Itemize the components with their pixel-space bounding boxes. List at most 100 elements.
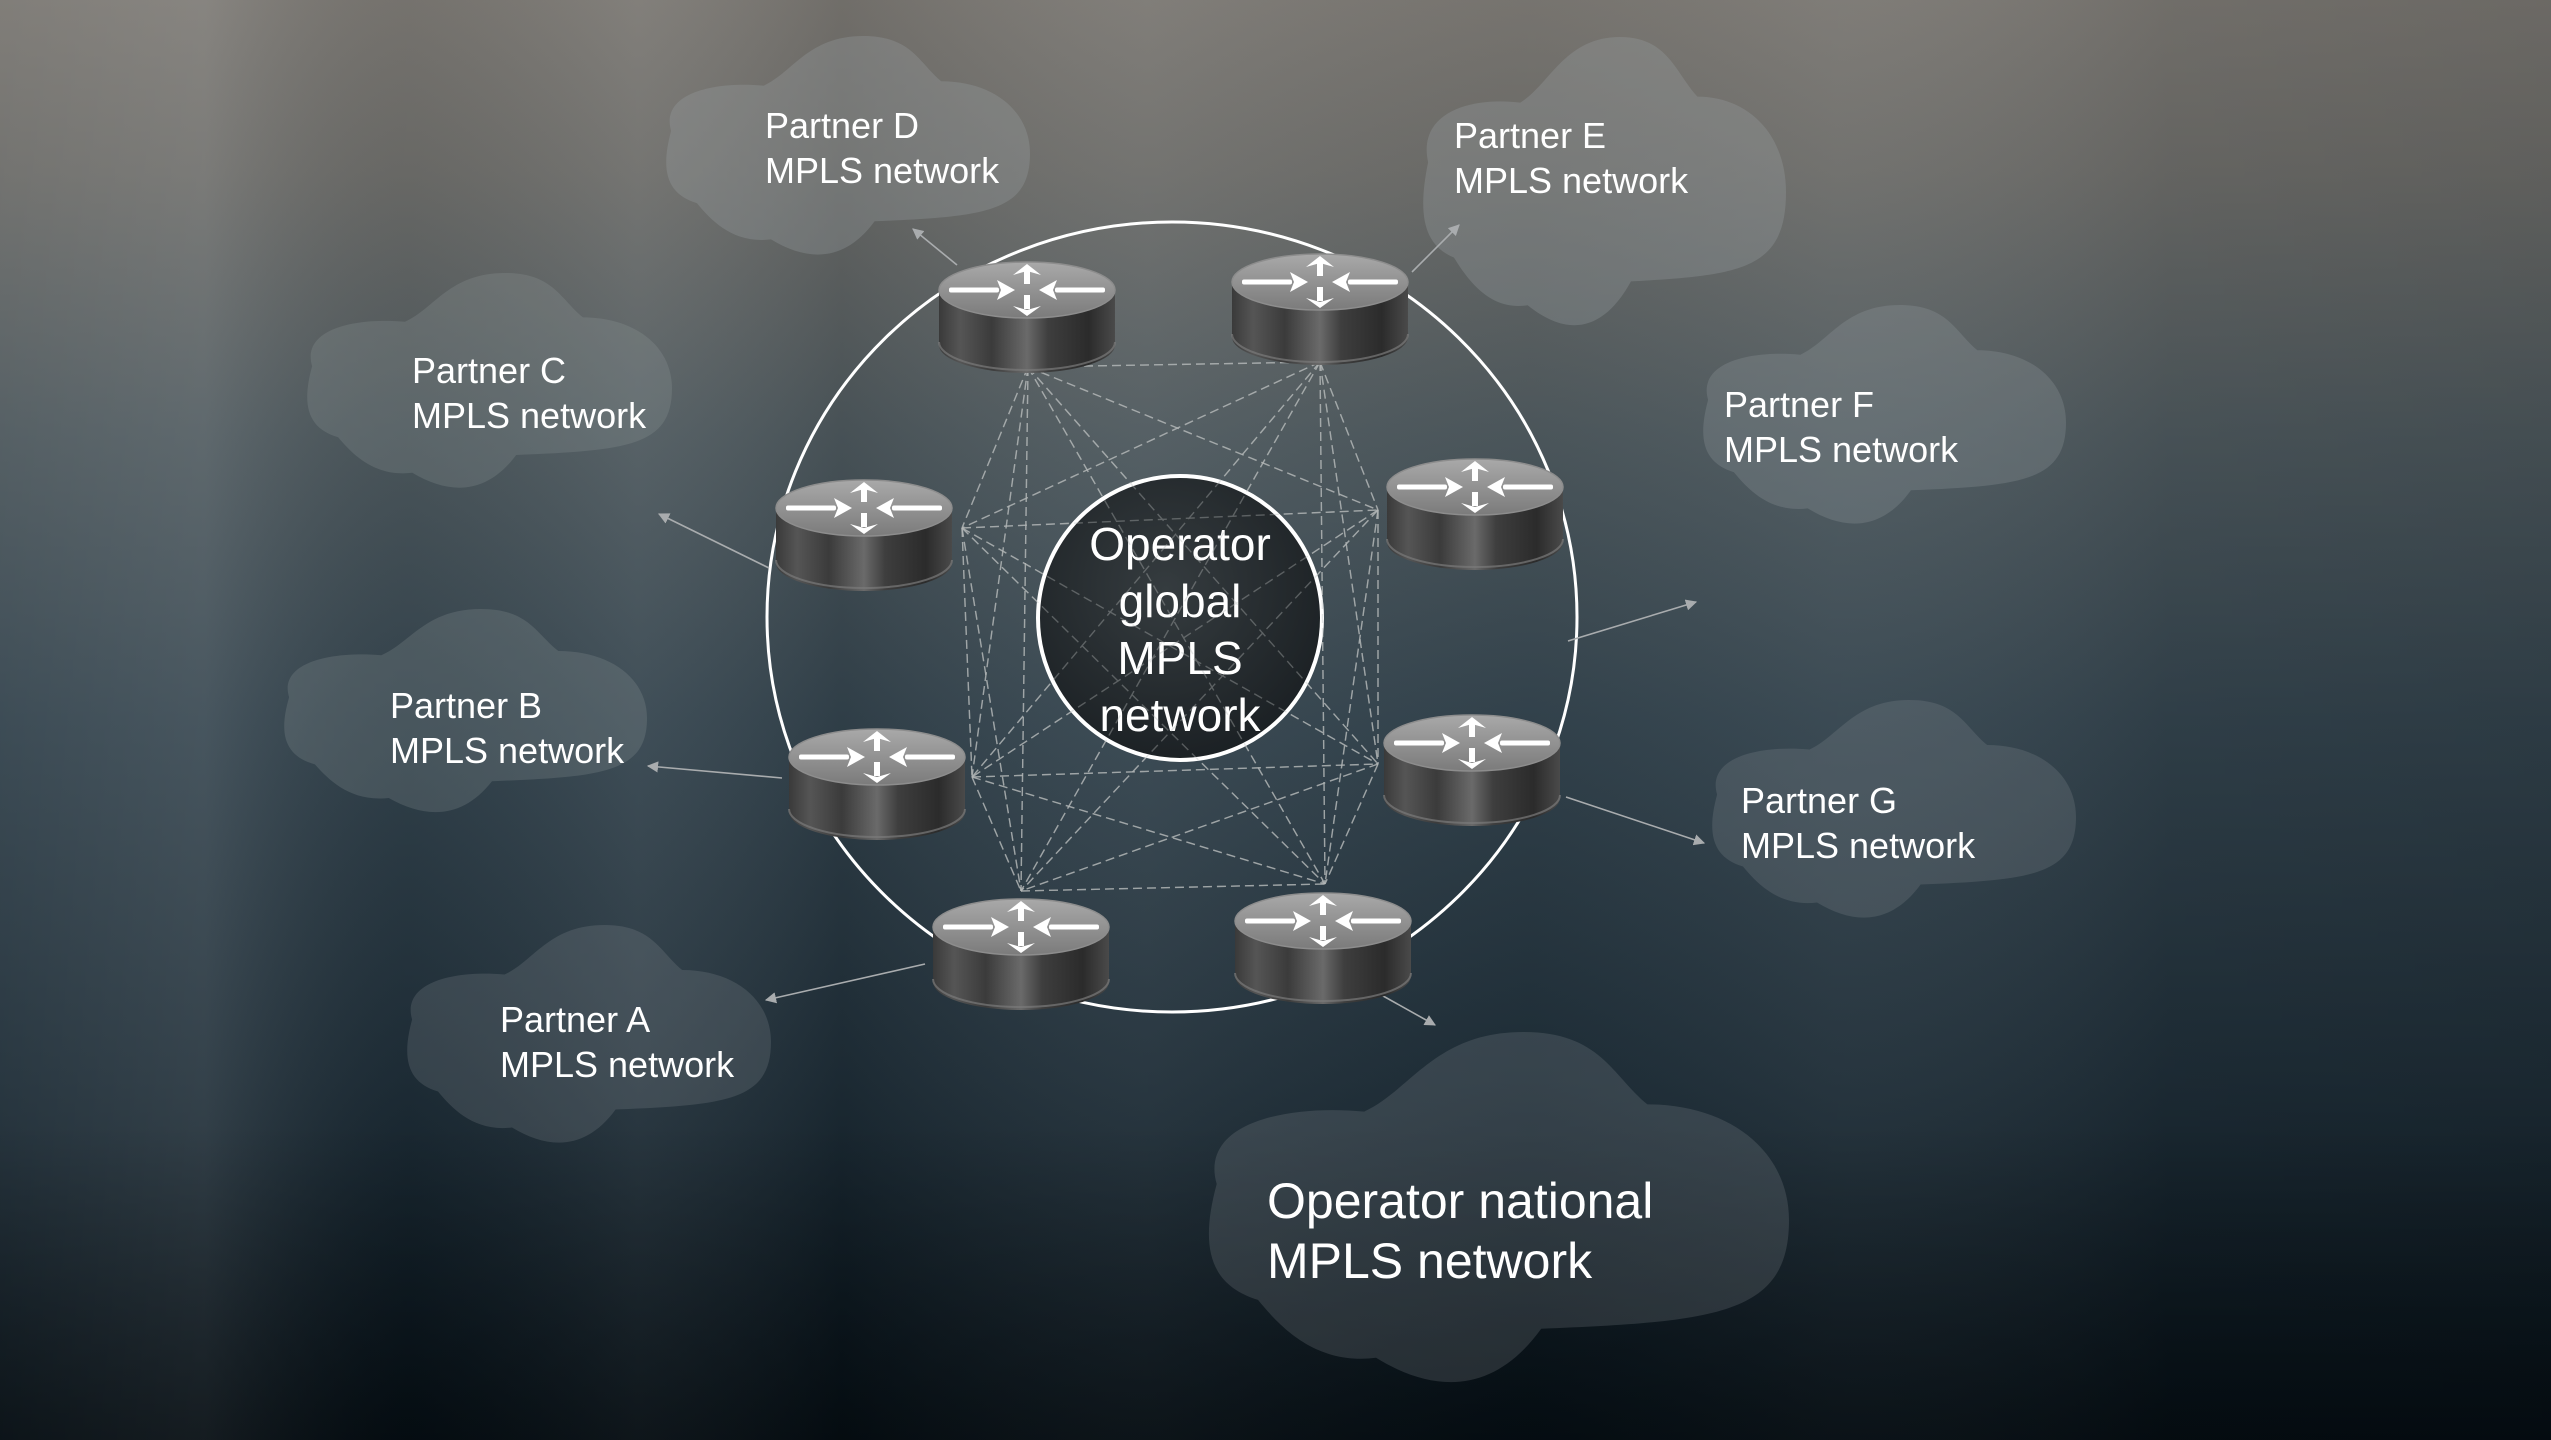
cloud-label-partner-e: Partner E MPLS network — [1454, 115, 1689, 201]
outer-ring — [765, 220, 1579, 1014]
mesh-link — [971, 366, 1029, 778]
uplink-arrows — [646, 224, 1706, 1026]
partner-f-name: Partner F — [1724, 384, 1874, 425]
cloud-label-partner-b: Partner B MPLS network — [390, 685, 625, 771]
mesh-link — [1319, 361, 1379, 765]
mesh-link — [961, 366, 1029, 529]
mesh-link — [1324, 763, 1379, 885]
partner-g-name: Partner G — [1741, 780, 1897, 821]
mesh-link — [971, 776, 1022, 892]
mesh-link — [1020, 509, 1379, 892]
mesh-link — [1020, 366, 1029, 892]
router-icon — [938, 261, 1116, 374]
cloud-partner-d — [666, 36, 1030, 255]
mesh-link — [1020, 883, 1326, 892]
mesh-link — [961, 527, 1379, 765]
arrow-to-partner-b — [646, 761, 783, 779]
cloud-partner-f — [1703, 305, 2066, 524]
mesh-link — [961, 527, 1022, 892]
cloud-label-partner-f: Partner F MPLS network — [1724, 384, 1959, 470]
cloud-label-national: Operator national MPLS network — [1267, 1173, 1653, 1289]
core-circle — [1036, 474, 1324, 762]
cloud-label-partner-d: Partner D MPLS network — [765, 105, 1000, 191]
mesh-link — [971, 776, 1326, 885]
partner-c-name: Partner C — [412, 350, 566, 391]
mesh-link — [1319, 361, 1326, 885]
mesh-link — [961, 366, 1029, 529]
router-national — [1234, 892, 1412, 1005]
router-c — [775, 479, 953, 592]
partner-d-type: MPLS network — [765, 150, 1000, 191]
national-type: MPLS network — [1267, 1233, 1593, 1289]
cloud-label-partner-g: Partner G MPLS network — [1741, 780, 1976, 866]
cloud-partner-g — [1712, 700, 2076, 918]
router-icon — [775, 479, 953, 592]
mesh-link — [1027, 366, 1379, 511]
full-mesh-links-overlay — [961, 361, 1379, 892]
mesh-link — [1020, 361, 1321, 892]
partner-clouds — [284, 36, 2076, 1383]
mesh-link — [1020, 366, 1029, 892]
router-icon — [1234, 892, 1412, 1005]
national-name: Operator national — [1267, 1173, 1653, 1229]
mesh-link — [971, 763, 1379, 778]
router-icon — [932, 898, 1110, 1011]
core-network: Operator global MPLS network — [1036, 474, 1324, 762]
mesh-link — [971, 763, 1379, 778]
cloud-partner-e — [1423, 37, 1786, 326]
partner-e-type: MPLS network — [1454, 160, 1689, 201]
router-d — [938, 261, 1116, 374]
core-label-line-1: Operator — [1089, 518, 1271, 570]
cloud-labels: Partner D MPLS network Partner E MPLS ne… — [390, 105, 1976, 1289]
mesh-link — [971, 509, 1379, 778]
router-a — [932, 898, 1110, 1011]
router-e — [1231, 253, 1409, 366]
cloud-label-partner-a: Partner A MPLS network — [500, 999, 735, 1085]
arrow-to-partner-a — [764, 963, 926, 1004]
arrow-to-partner-g — [1565, 796, 1706, 846]
mesh-link — [1027, 366, 1379, 511]
mesh-link — [971, 366, 1029, 778]
partner-f-type: MPLS network — [1724, 429, 1959, 470]
mesh-link — [971, 776, 1326, 885]
arrow-to-partner-f — [1567, 599, 1698, 642]
partner-e-name: Partner E — [1454, 115, 1606, 156]
mesh-link — [1020, 883, 1326, 892]
mesh-link — [1020, 509, 1379, 892]
mesh-link — [1324, 509, 1379, 885]
router-icon — [1231, 253, 1409, 366]
mesh-link — [1324, 509, 1379, 885]
mesh-link — [1319, 361, 1379, 765]
core-label-line-2: global — [1119, 575, 1242, 627]
core-label-line-3: MPLS — [1117, 632, 1242, 684]
mesh-link — [1020, 763, 1379, 892]
cloud-partner-a — [407, 925, 771, 1143]
arrow-to-partner-e — [1411, 224, 1460, 273]
mesh-link — [1020, 361, 1321, 892]
cloud-label-partner-c: Partner C MPLS network — [412, 350, 647, 436]
core-label-line-4: network — [1099, 689, 1261, 741]
mesh-link — [1020, 763, 1379, 892]
router-g — [1383, 714, 1561, 827]
mesh-link — [1027, 366, 1326, 885]
partner-b-name: Partner B — [390, 685, 542, 726]
cloud-partner-c — [307, 273, 672, 488]
mesh-link — [961, 527, 1326, 885]
router-f — [1386, 458, 1564, 571]
mesh-link — [1319, 361, 1379, 511]
router-icon — [1386, 458, 1564, 571]
cloud-national — [1208, 1032, 1789, 1383]
partner-a-name: Partner A — [500, 999, 650, 1040]
router-icon — [788, 728, 966, 841]
mesh-link — [1027, 366, 1379, 765]
mesh-link — [971, 361, 1321, 778]
partner-b-type: MPLS network — [390, 730, 625, 771]
mesh-link — [1319, 361, 1326, 885]
mesh-link — [961, 361, 1321, 529]
mesh-link — [1027, 366, 1379, 765]
arrow-to-partner-c — [657, 513, 770, 569]
partner-c-type: MPLS network — [412, 395, 647, 436]
router-icon — [1383, 714, 1561, 827]
mesh-link — [961, 361, 1321, 529]
